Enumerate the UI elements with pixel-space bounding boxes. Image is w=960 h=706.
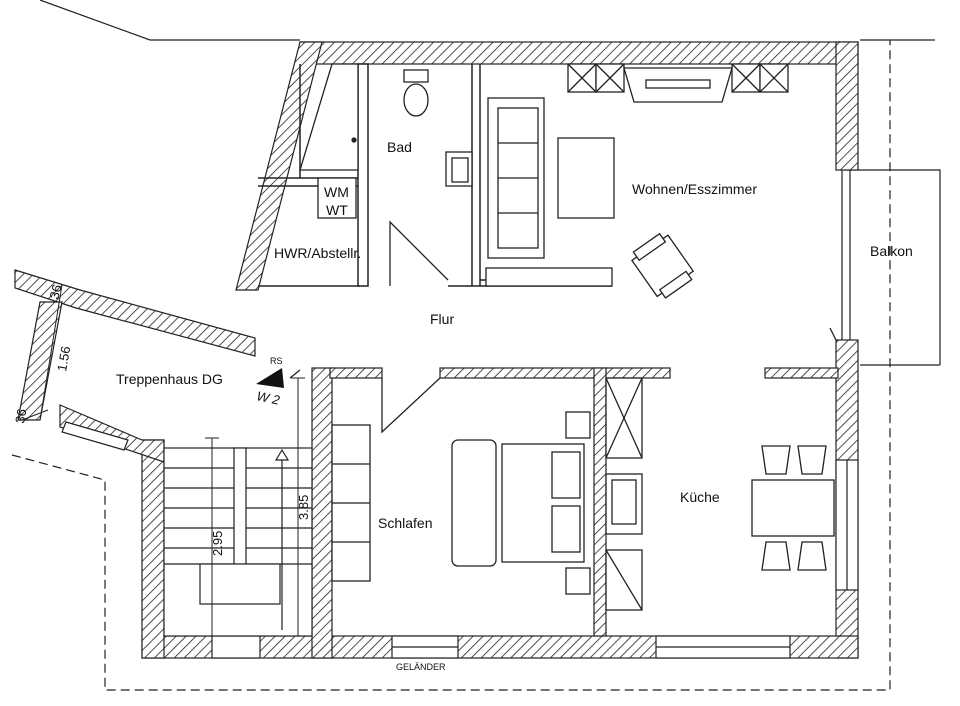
marker-rs: RS	[270, 356, 283, 366]
appliance-label-wm: WM	[324, 184, 349, 200]
stairs	[163, 447, 313, 637]
dimension-label-4: 2.95	[210, 531, 225, 556]
room-label-kueche: Küche	[680, 489, 720, 505]
marker-w2: W 2	[255, 388, 281, 408]
dimension-label-2: 1.56	[54, 345, 73, 373]
bedroom-furniture	[331, 411, 591, 595]
dimension-label-1: 36	[46, 283, 64, 301]
room-label-balkon: Balkon	[870, 243, 913, 259]
doors	[289, 220, 837, 434]
dimension-label-5: 3.85	[296, 495, 311, 520]
room-label-bad: Bad	[387, 139, 412, 155]
balcony	[841, 170, 851, 340]
marker-gelaender: GELÄNDER	[396, 662, 446, 672]
appliance-label-wt: WT	[326, 202, 348, 218]
kitchen-furniture	[605, 377, 835, 611]
living-furniture	[485, 97, 695, 299]
room-label-hwr: HWR/Abstellr.	[274, 245, 361, 261]
direction-arrow-icon	[256, 368, 284, 388]
dimension-lines	[21, 284, 305, 637]
room-label-flur: Flur	[430, 311, 454, 327]
bathroom-fixtures	[299, 63, 473, 219]
room-label-wohnen: Wohnen/Esszimmer	[632, 181, 757, 197]
room-label-treppenhaus: Treppenhaus DG	[116, 371, 223, 387]
site-lines	[11, 0, 941, 691]
dimension-label-3: 36	[12, 408, 29, 425]
room-label-schlafen: Schlafen	[378, 515, 432, 531]
windows	[61, 421, 859, 659]
radiators	[567, 63, 789, 103]
walls	[14, 41, 859, 659]
